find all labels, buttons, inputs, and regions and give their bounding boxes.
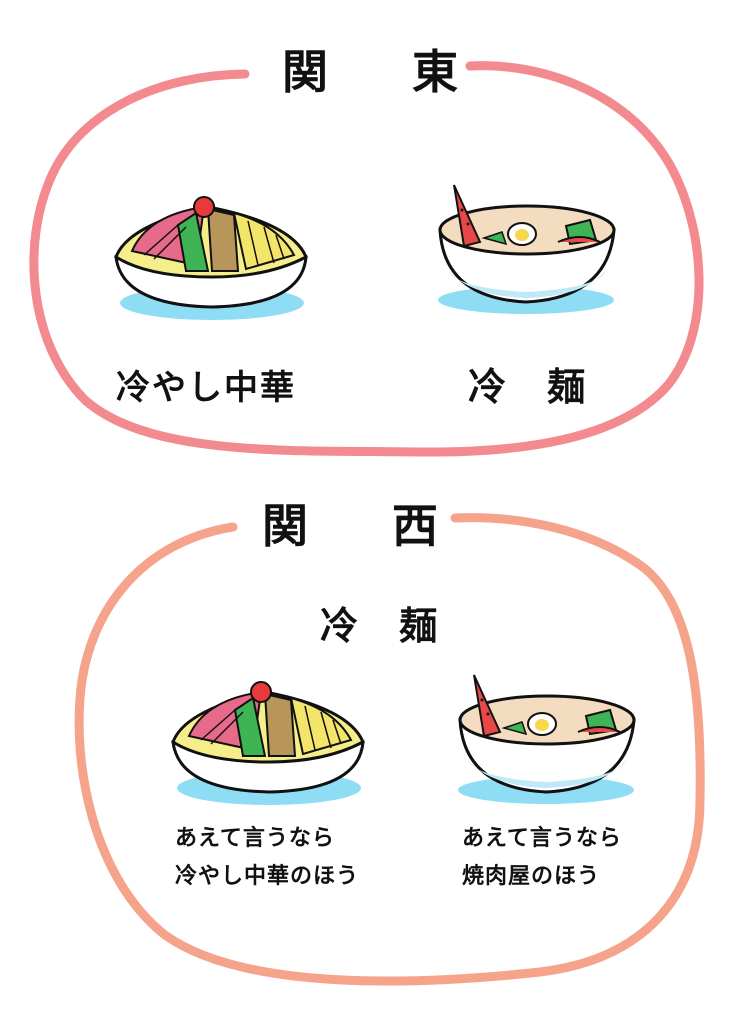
kansai-subheading: 冷 麺 [320,604,452,648]
kansai-outline [74,513,705,986]
kansai-left-caption: あえて言うなら 冷やし中華のほう [175,820,359,896]
kanto-heading: 関 東 [282,45,493,99]
hiyashi-chuka-dish-icon [171,681,365,805]
kansai-heading: 関 西 [262,499,473,553]
kanto-outline [29,61,704,457]
reimen-bowl-icon [458,674,636,804]
kansai-left-caption-line2: 冷やし中華のほう [175,864,360,889]
reimen-bowl-icon [438,184,616,314]
hiyashi-chuka-dish-icon [114,196,308,320]
kanto-right-label: 冷 麺 [468,365,600,409]
kanto-left-label: 冷やし中華 [116,368,296,408]
kansai-left-caption-line1: あえて言うなら [175,826,335,851]
kansai-right-caption-line2: 焼肉屋のほう [462,864,601,889]
kansai-right-caption-line1: あえて言うなら [462,826,622,851]
kansai-right-caption: あえて言うなら 焼肉屋のほう [462,820,622,896]
